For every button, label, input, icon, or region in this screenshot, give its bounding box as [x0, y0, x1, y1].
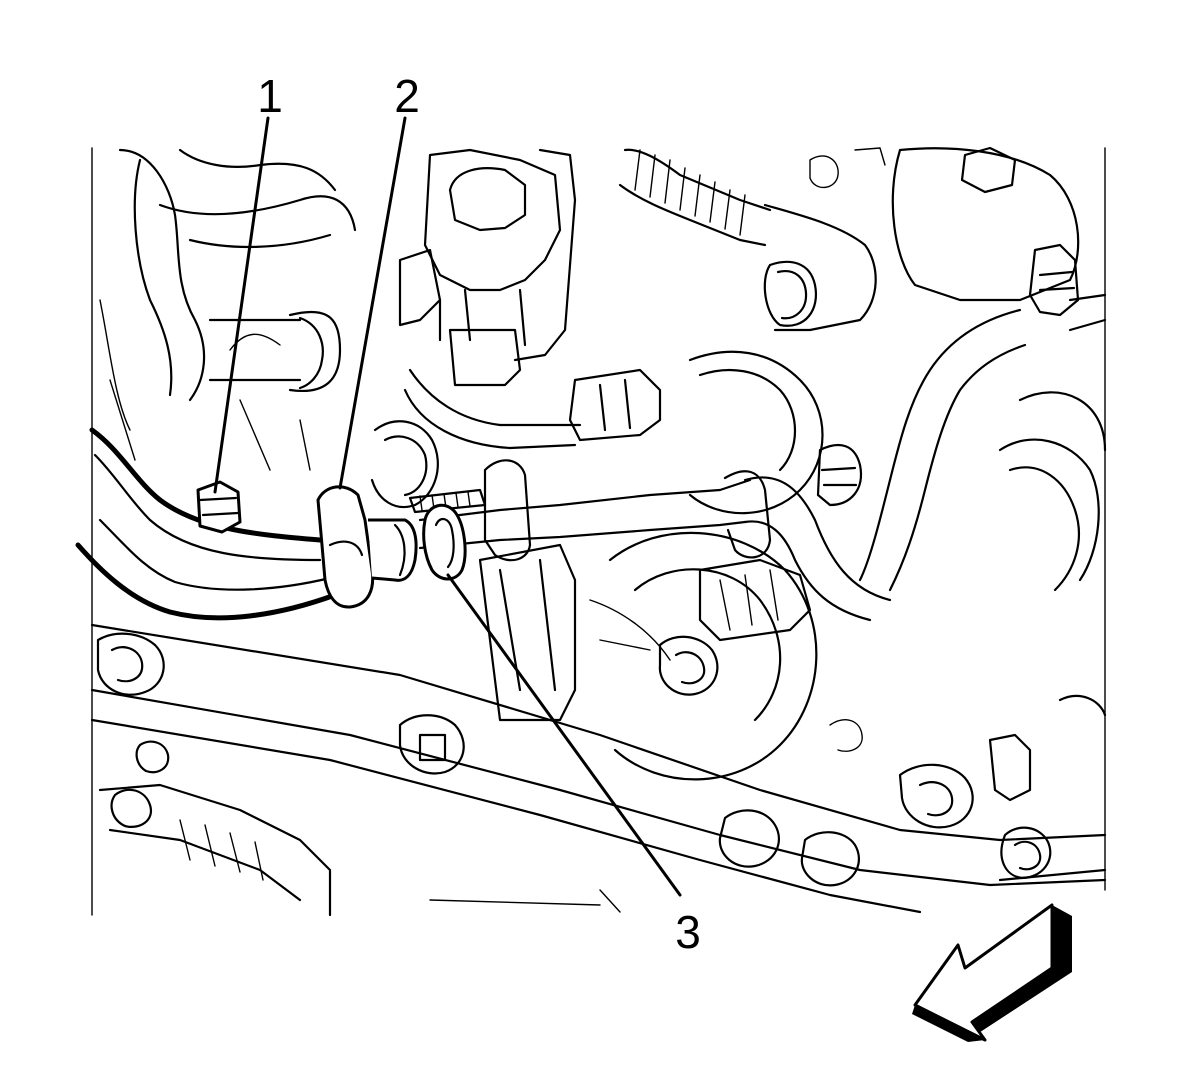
leader-line-2 [338, 116, 407, 490]
part-3-seal [422, 503, 467, 581]
engine-background-linework [90, 146, 1107, 917]
callout-1: 1 [257, 70, 283, 122]
leader-lines [213, 116, 682, 897]
fluid-line-assembly [75, 427, 892, 622]
callout-3: 3 [675, 906, 701, 958]
leader-line-1 [213, 116, 270, 494]
part-2-clamp [316, 485, 418, 609]
callout-labels: 1 2 3 [257, 70, 701, 958]
part-1-nut [196, 480, 242, 534]
callout-2: 2 [394, 70, 420, 122]
leader-line-3 [446, 573, 682, 897]
front-direction-arrow-icon [912, 903, 1072, 1042]
